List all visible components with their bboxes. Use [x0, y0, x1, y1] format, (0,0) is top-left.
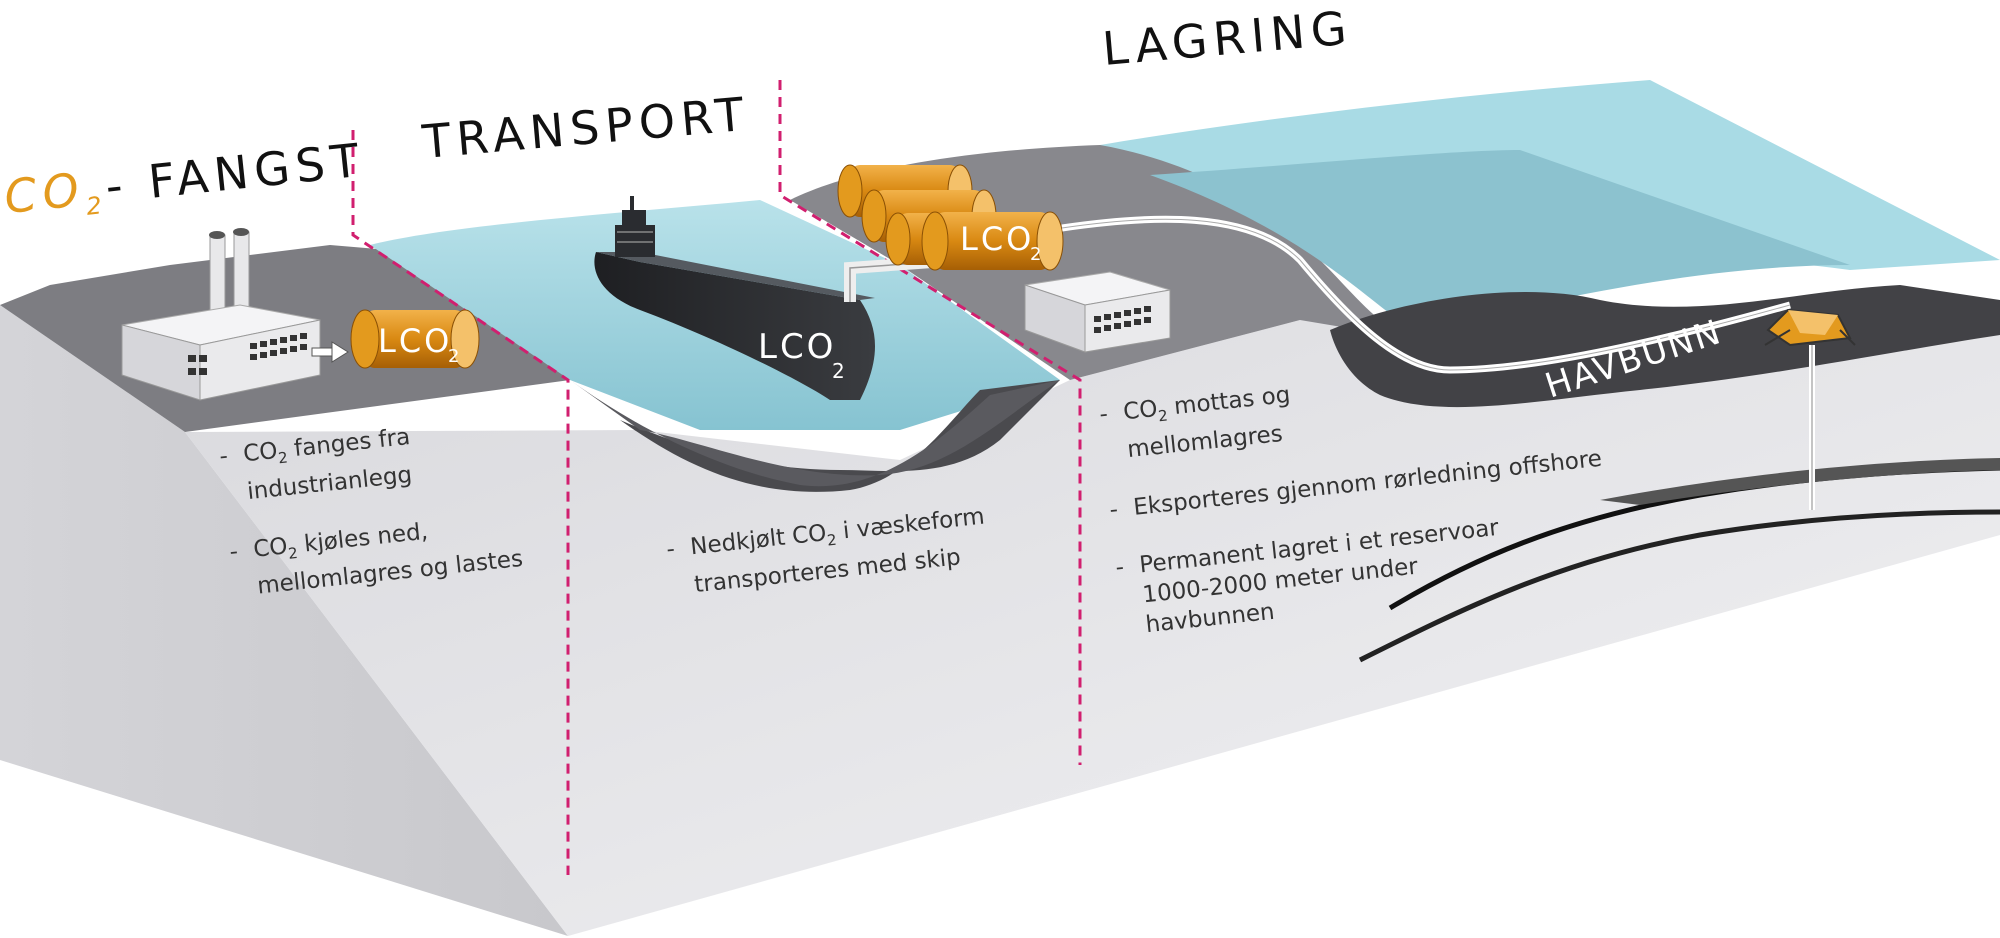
heading-capture-co2: CO2 — [1, 161, 110, 225]
storage-bullets: CO2 mottas og mellomlagres Eksporteres g… — [1098, 341, 1683, 670]
ship-icon — [594, 196, 875, 400]
reservoir-line-2 — [1358, 509, 2000, 663]
reservoir-band — [1600, 458, 2000, 505]
storage-tank-label: LCO — [960, 220, 1034, 258]
transport-trough — [570, 380, 1060, 487]
capture-tank-icon — [350, 309, 480, 369]
capture-bullet-2: CO2 kjøles ned, mellomlagres og lastes — [228, 502, 573, 605]
ship-tank-label-sub: 2 — [832, 359, 845, 383]
platform-icon — [1764, 308, 1856, 510]
divider-capture-transport — [351, 130, 570, 875]
storage-building-icon — [1024, 271, 1171, 353]
section-dividers — [351, 80, 1082, 875]
divider-transport-storage — [778, 80, 1082, 765]
storage-tanks-icon — [837, 164, 1064, 271]
storage-tank-label-sub: 2 — [1030, 244, 1041, 265]
capture-tank-label-sub: 2 — [448, 346, 459, 367]
block-left-face — [0, 305, 568, 936]
capture-tank-label: LCO — [378, 322, 452, 360]
storage-bullet-3: Permanent lagret i et reservoar 1000-200… — [1114, 494, 1680, 642]
ship-tank-label: LCO — [758, 327, 836, 367]
storage-sea-deep — [1150, 150, 1850, 330]
arrow-icon — [311, 341, 349, 363]
factory-icon — [121, 228, 321, 401]
capture-bullets: CO2 fanges fra industrianlegg CO2 kjøles… — [218, 406, 576, 632]
